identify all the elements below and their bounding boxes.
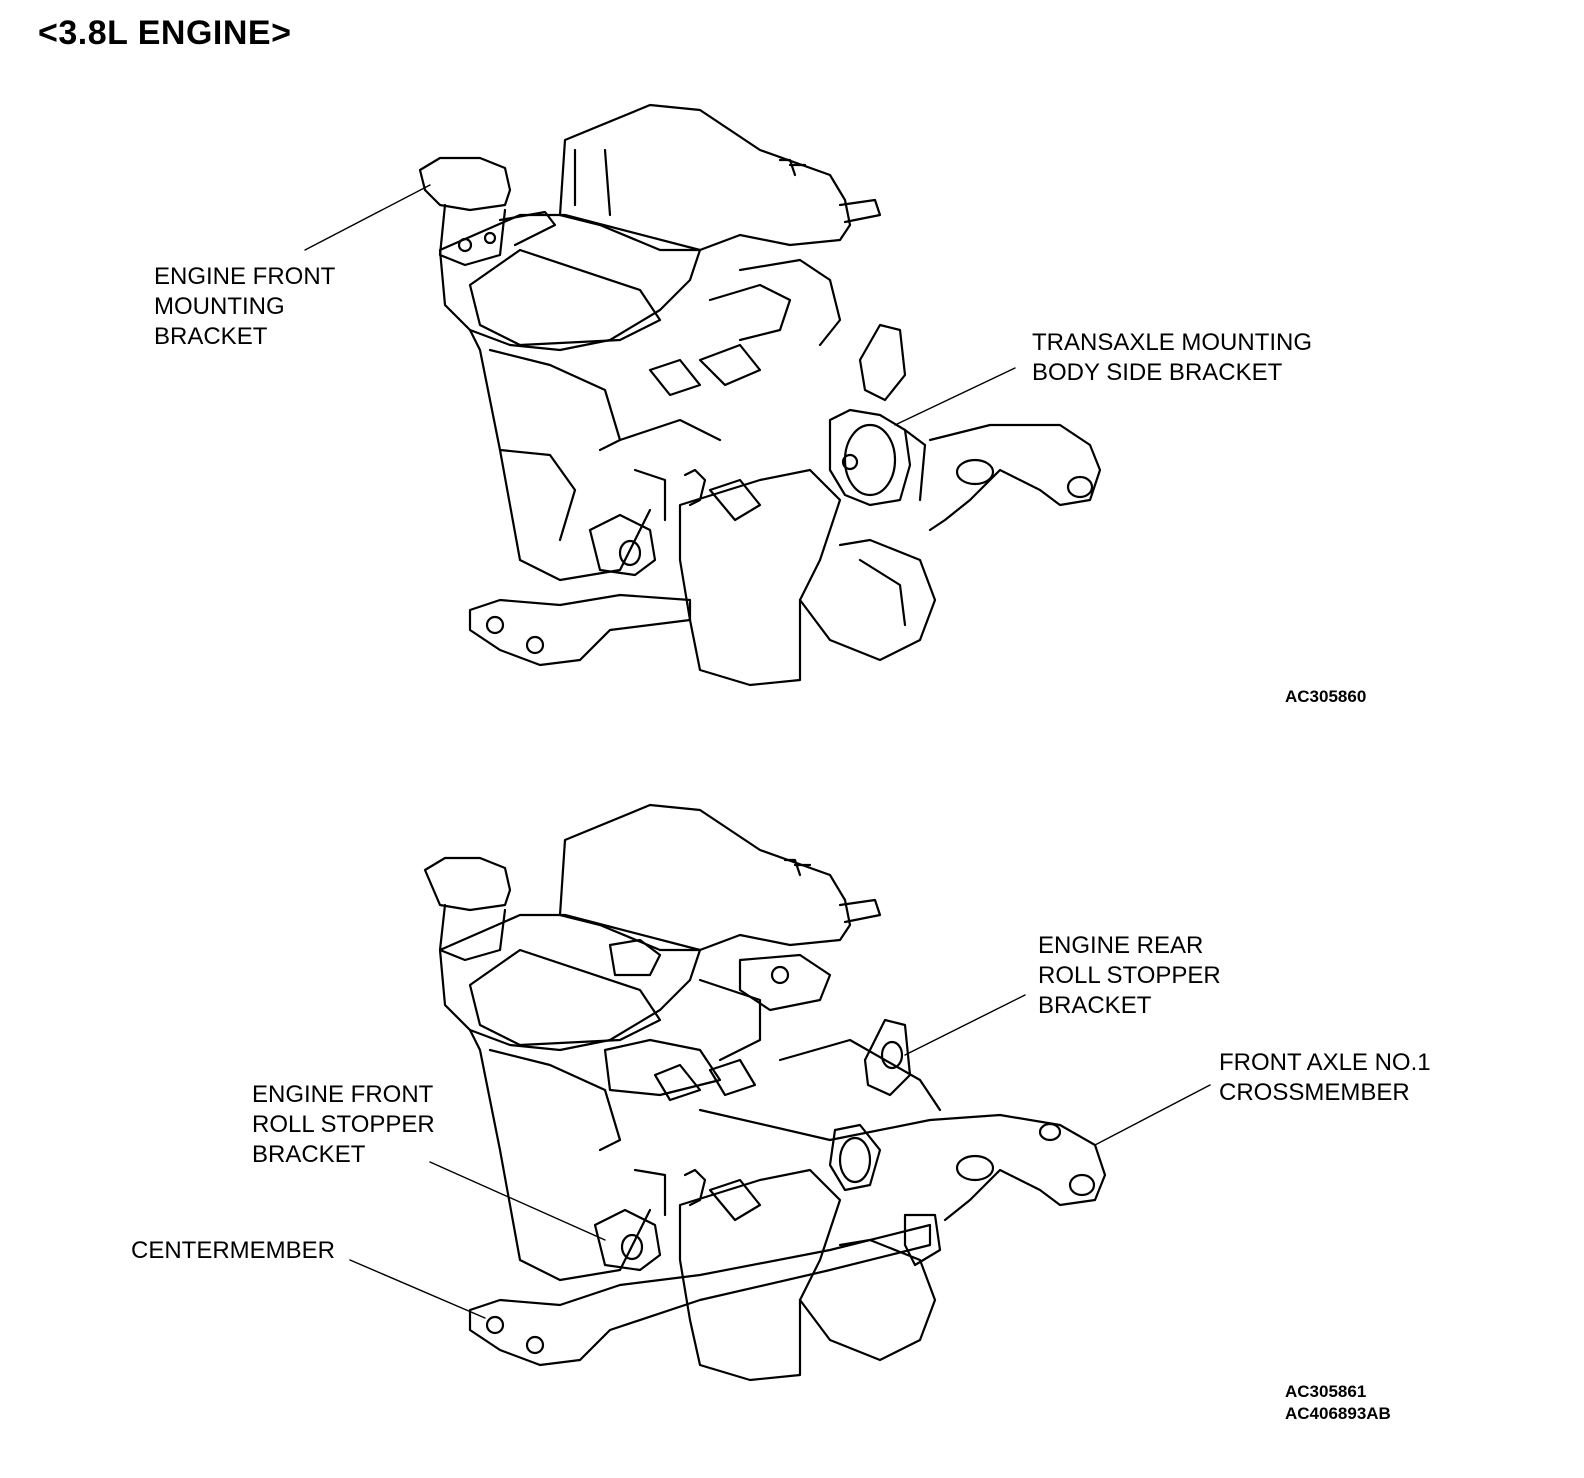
label-front-axle-no1-crossmember: FRONT AXLE NO.1 CROSSMEMBER bbox=[1219, 1049, 1431, 1106]
leader-lines-top bbox=[304, 184, 1016, 426]
leader-centermember bbox=[349, 1259, 486, 1319]
leader-engine-rear-roll-stopper bbox=[904, 994, 1026, 1056]
figure-code-bottom: AC305861 AC406893AB bbox=[1285, 1382, 1391, 1423]
engine-illustration-top bbox=[418, 103, 1102, 687]
leader-transaxle-mounting bbox=[894, 367, 1016, 426]
page-title: <3.8L ENGINE> bbox=[38, 14, 292, 52]
leader-engine-front-mounting bbox=[304, 184, 431, 251]
leader-front-axle-crossmember bbox=[1094, 1084, 1211, 1146]
label-engine-rear-roll-stopper-bracket: ENGINE REAR ROLL STOPPER BRACKET bbox=[1038, 932, 1221, 1019]
label-centermember: CENTERMEMBER bbox=[131, 1237, 336, 1264]
label-engine-front-mounting-bracket: ENGINE FRONT MOUNTING BRACKET bbox=[154, 263, 336, 350]
label-transaxle-mounting-body-side-bracket: TRANSAXLE MOUNTING BODY SIDE BRACKET bbox=[1032, 329, 1313, 386]
label-engine-front-roll-stopper-bracket: ENGINE FRONT ROLL STOPPER BRACKET bbox=[252, 1081, 435, 1168]
leader-engine-front-roll-stopper bbox=[429, 1161, 606, 1241]
figure-code-top: AC305860 bbox=[1285, 687, 1367, 706]
